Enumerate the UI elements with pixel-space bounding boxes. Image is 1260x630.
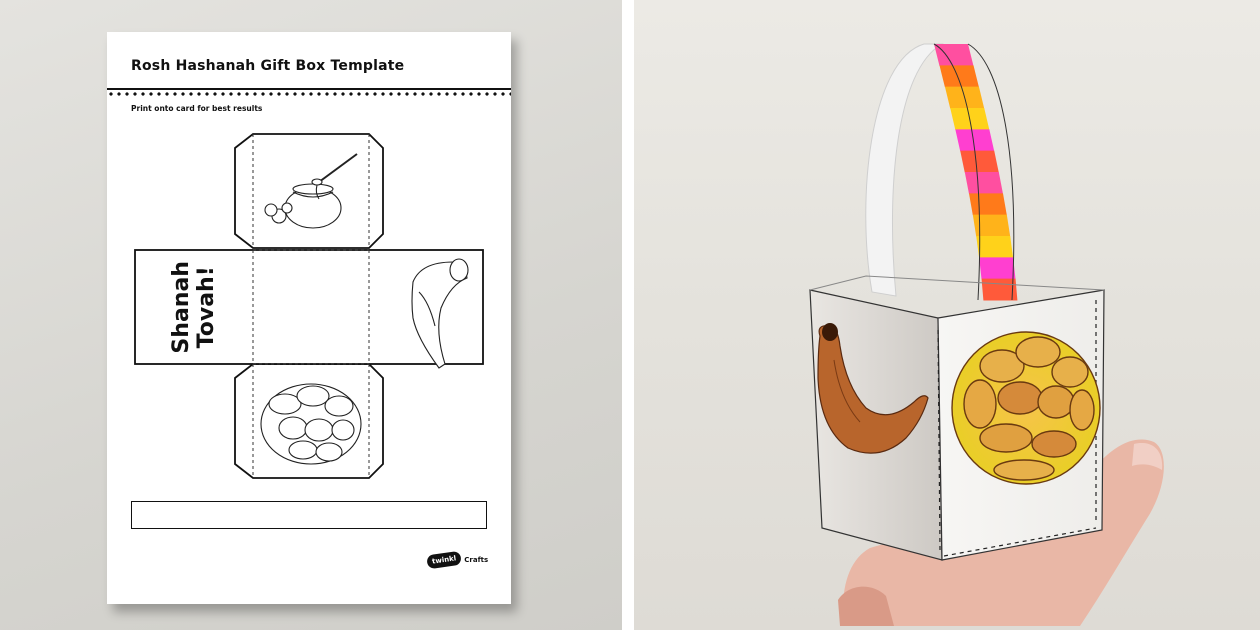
template-panel: Rosh Hashanah Gift Box Template Print on… [0,0,622,630]
handle-stripe [939,65,979,88]
greeting-line-2: Tovah! [194,265,219,349]
greeting-line-1: Shanah [168,260,194,354]
title-rule [107,88,511,90]
dotted-border [107,92,511,96]
handle-stripe [934,44,974,66]
handle-stripe [955,129,995,152]
greeting-panel: Shanah Tovah! [135,250,253,364]
challah-icon [260,383,362,465]
challah-icon [951,331,1101,485]
photo-panel [634,0,1260,630]
box-net [134,133,484,479]
logo: twinkl Crafts [426,550,489,570]
template-sheet: Rosh Hashanah Gift Box Template Print on… [107,32,511,604]
handle-stripe [964,172,1003,194]
handle-stripe [960,150,999,173]
fold-lines [252,134,370,478]
handle-stripe [968,193,1007,216]
logo-label: Crafts [464,556,489,564]
paper-handle [933,43,1018,301]
handle-stripe [972,214,1011,237]
sheet-subtitle: Print onto card for best results [131,104,263,113]
sheet-title: Rosh Hashanah Gift Box Template [131,58,405,74]
honey-pot-icon [264,153,358,229]
panel-divider [622,0,634,630]
shofar-icon [411,258,469,369]
name-box [131,501,487,529]
paper-handle-back [865,43,944,297]
handle-stripe [979,257,1016,280]
handle-stripe [976,236,1014,258]
gift-box-photo [809,43,1164,626]
shofar-icon [817,323,929,454]
logo-badge: twinkl [426,550,463,570]
handle-outline [933,43,1015,301]
